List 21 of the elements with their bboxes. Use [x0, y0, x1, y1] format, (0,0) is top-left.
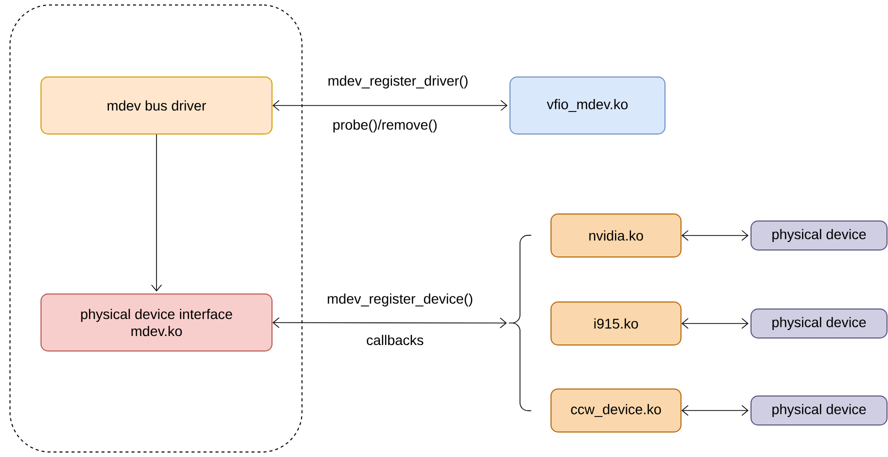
module-box: nvidia.ko: [550, 214, 682, 258]
process-box: physical device interface mdev.ko: [40, 294, 272, 352]
text-label: callbacks: [365, 334, 425, 346]
process-box: vfio_mdev.ko: [510, 76, 666, 134]
arrow: [272, 317, 507, 328]
device-box: physical device: [750, 396, 888, 426]
module-box: ccw_device.ko: [550, 388, 682, 432]
arrow: [151, 134, 162, 292]
device-box: physical device: [750, 308, 888, 338]
device-box: physical device: [750, 220, 888, 250]
curly-brace: [508, 234, 532, 412]
text-label: probe()/remove(): [332, 118, 439, 134]
module-box: i915.ko: [550, 302, 682, 346]
arrow: [272, 100, 508, 111]
arrow: [682, 318, 748, 329]
arrow: [682, 405, 748, 416]
arrow: [682, 230, 748, 241]
group-frame: [10, 4, 302, 452]
process-box: mdev bus driver: [40, 76, 272, 134]
edge-label: mdev_register_device(): [326, 292, 474, 308]
edge-label: mdev_register_driver(): [326, 74, 470, 90]
